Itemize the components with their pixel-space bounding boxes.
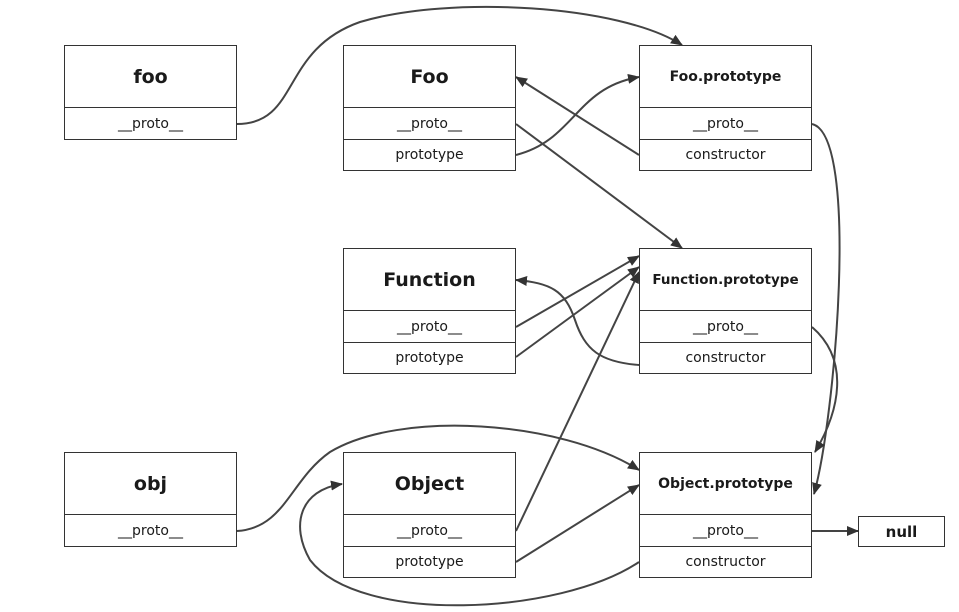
foo-object-box: foo __proto__ (64, 45, 237, 140)
arrow-Object-prototype-link (515, 484, 640, 563)
Function-title: Function (344, 249, 515, 311)
Function-prototype-object-box: Function.prototype __proto__ constructor (639, 248, 812, 374)
Function-prototype-constructor-field: constructor (640, 342, 811, 373)
Object-prototype-field: prototype (344, 546, 515, 577)
Foo-object-box: Foo __proto__ prototype (343, 45, 516, 171)
arrow-Foo-prototype-proto-to-Object-prototype (811, 123, 841, 495)
Foo-prototype-title: Foo.prototype (640, 46, 811, 108)
Foo-prototype-field: prototype (344, 139, 515, 170)
Function-prototype-proto-field: __proto__ (693, 318, 758, 335)
Object-title: Object (344, 453, 515, 515)
Function-prototype-title: Function.prototype (640, 249, 811, 311)
Foo-title: Foo (344, 46, 515, 108)
Object-proto-field: __proto__ (397, 522, 462, 539)
Object-prototype-proto-field: __proto__ (693, 522, 758, 539)
arrow-Foo-prototype-link (515, 73, 640, 156)
Object-prototype-title: Object.prototype (640, 453, 811, 515)
arrow-Function-prototype-constructor-to-Function (515, 275, 640, 366)
obj-title: obj (65, 453, 236, 515)
Foo-prototype-object-box: Foo.prototype __proto__ constructor (639, 45, 812, 171)
foo-title: foo (65, 46, 236, 108)
obj-proto-field: __proto__ (118, 522, 183, 539)
Object-prototype-object-box: Object.prototype __proto__ constructor (639, 452, 812, 578)
Function-prototype-field: prototype (344, 342, 515, 373)
Function-proto-field: __proto__ (397, 318, 462, 335)
Object-object-box: Object __proto__ prototype (343, 452, 516, 578)
arrow-Object-proto-to-Function-prototype (515, 271, 640, 532)
arrow-Foo-prototype-constructor-to-Foo (515, 76, 640, 156)
foo-proto-field: __proto__ (118, 115, 183, 132)
obj-object-box: obj __proto__ (64, 452, 237, 547)
null-box: null (858, 516, 945, 547)
Function-object-box: Function __proto__ prototype (343, 248, 516, 374)
Foo-prototype-constructor-field: constructor (640, 139, 811, 170)
null-label: null (885, 522, 918, 541)
Foo-proto-field: __proto__ (397, 115, 462, 132)
arrow-Function-prototype-proto-to-Object-prototype (811, 326, 839, 453)
Object-prototype-constructor-field: constructor (640, 546, 811, 577)
arrow-Function-prototype-link (515, 266, 640, 358)
arrow-Function-proto-to-Function-prototype (515, 255, 640, 328)
Foo-prototype-proto-field: __proto__ (693, 115, 758, 132)
